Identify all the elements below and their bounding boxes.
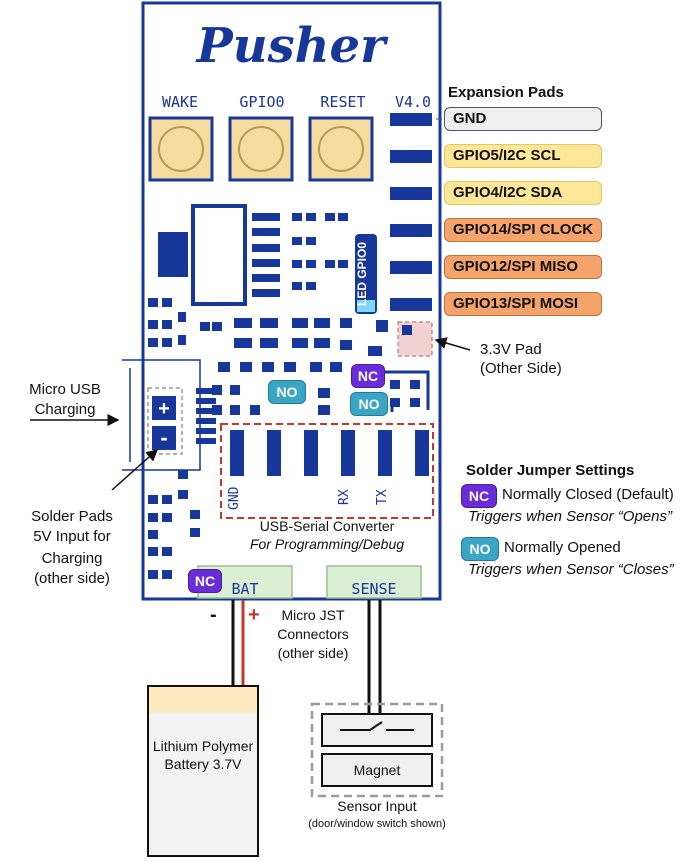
jumper-no-badge-1: NO [268,380,306,404]
gpio0-button [228,116,294,182]
solder-arrow [111,449,159,491]
pin-label-rx: RX [337,489,352,505]
plus-pad-label: + [158,398,170,420]
jumper-nc-badge-1: NC [351,364,385,388]
legend-no-badge: NO [461,537,499,561]
wake-button [148,116,214,182]
legend-nc-sub: Triggers when Sensor “Opens” [468,508,672,525]
pin-label-tx: TX [375,489,390,505]
expansion-pad-0: GND [444,107,602,131]
usb-serial-pins [230,430,429,476]
usb-sublabel: Charging [34,401,96,418]
plus-pad [152,396,176,420]
led-gpio0: LED GPIO0 [355,234,377,314]
jst-label-2: Connectors [277,626,349,642]
bat-label: BAT [231,580,258,598]
solder-pads-box [147,387,183,455]
jumper-nc-badge-2: NC [188,569,222,593]
expansion-pad-1: GPIO5/I2C SCL [444,144,602,168]
pin-label-gnd: GND [227,486,242,510]
legend-no-text: Normally Opened [504,539,621,556]
board-title: Pusher [195,18,389,74]
reed-switch-symbol [340,721,414,731]
usb-serial-box [220,423,434,519]
expansion-pad-5: GPIO13/SPI MOSI [444,292,602,316]
jumper-heading: Solder Jumper Settings [466,462,635,479]
legend-no-sub: Triggers when Sensor “Closes” [468,561,674,578]
pad33-arrow [434,337,471,351]
solder-label-1: Solder Pads [31,508,113,525]
expansion-heading: Expansion Pads [448,84,564,101]
magnet-block [321,753,433,787]
lipo-battery [147,685,259,857]
sensor-wires [367,600,382,716]
solder-label-2: 5V Input for [33,528,111,545]
button-label-wake: WAKE [162,93,198,111]
jumper-traces [382,370,430,412]
magnet-label: Magnet [353,762,401,778]
sensor-input-box [310,702,444,798]
battery-label-2: Battery 3.7V [164,756,242,772]
button-label-reset: RESET [320,93,365,111]
sensor-label: Sensor Input [337,798,417,814]
led-label: LED GPIO0 [355,242,369,306]
sense-connector [326,565,422,599]
jumper-no-badge-2: NO [350,392,388,416]
pad-3v3-contact [402,325,412,335]
expansion-pad-traces [390,113,432,311]
reed-switch [321,713,433,747]
micro-usb-connector [122,359,201,471]
sense-label: SENSE [351,580,396,598]
expansion-pad-4: GPIO12/SPI MISO [444,255,602,279]
usb-serial-label: USB-Serial Converter [259,518,395,534]
sensor-sublabel: (door/window switch shown) [308,818,446,830]
battery-label-1: Lithium Polymer [152,738,254,754]
solder-label-3: Charging [41,550,103,567]
jst-label-3: (other side) [277,645,349,661]
reset-button [308,116,374,182]
board-version: V4.0 [395,93,431,111]
button-label-gpio0: GPIO0 [239,93,284,111]
board-components [148,204,420,579]
usb-label: Micro USB [29,381,101,398]
minus-pad-label: - [160,425,167,450]
battery-minus: - [210,604,217,626]
jst-label-1: Micro JST [281,607,345,623]
minus-pad [152,426,176,450]
usb-serial-sublabel: For Programming/Debug [249,536,405,552]
pad33-sublabel: (Other Side) [480,360,562,377]
pad33-label: 3.3V Pad [480,341,542,358]
solder-label-4: (other side) [34,570,110,587]
expansion-pad-2: GPIO4/I2C SDA [444,181,602,205]
legend-nc-badge: NC [461,484,497,508]
legend-nc-text: Normally Closed (Default) [502,486,674,503]
battery-wires [231,600,245,688]
battery-plus: + [248,604,260,626]
expansion-pad-3: GPIO14/SPI CLOCK [444,218,602,242]
